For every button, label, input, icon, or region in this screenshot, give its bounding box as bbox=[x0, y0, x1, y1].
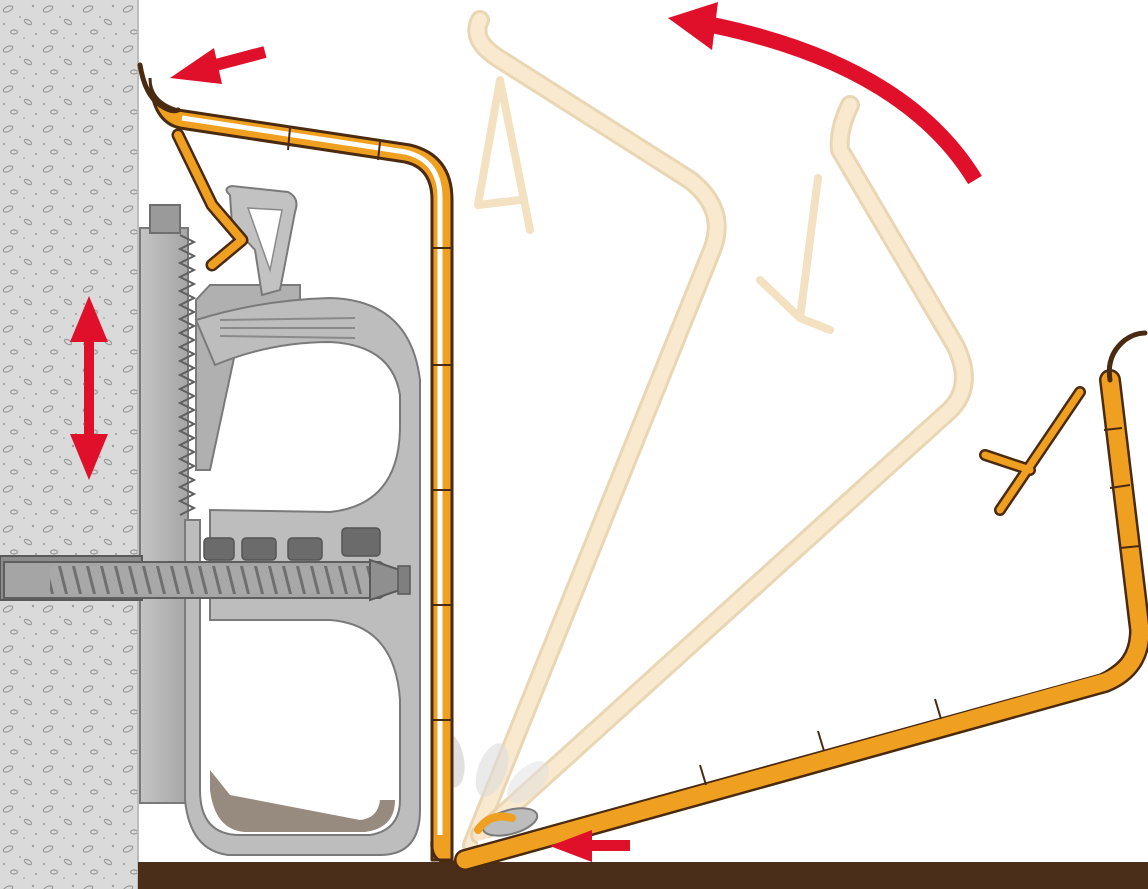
arrow-left-icon bbox=[550, 830, 630, 862]
dowel-screw-icon bbox=[0, 555, 411, 602]
ghost-profile-position-1 bbox=[462, 10, 727, 855]
skirting-profile-opened bbox=[454, 330, 1148, 871]
arrow-left-icon bbox=[170, 46, 267, 84]
ghost-profile-position-2 bbox=[470, 95, 974, 845]
wall bbox=[0, 0, 139, 889]
curved-arrow-icon bbox=[668, 2, 982, 185]
double-arrow-icon bbox=[70, 296, 108, 480]
skirting-profile-installed bbox=[137, 62, 460, 864]
floor bbox=[138, 862, 1148, 889]
mounting-clip bbox=[139, 184, 421, 856]
